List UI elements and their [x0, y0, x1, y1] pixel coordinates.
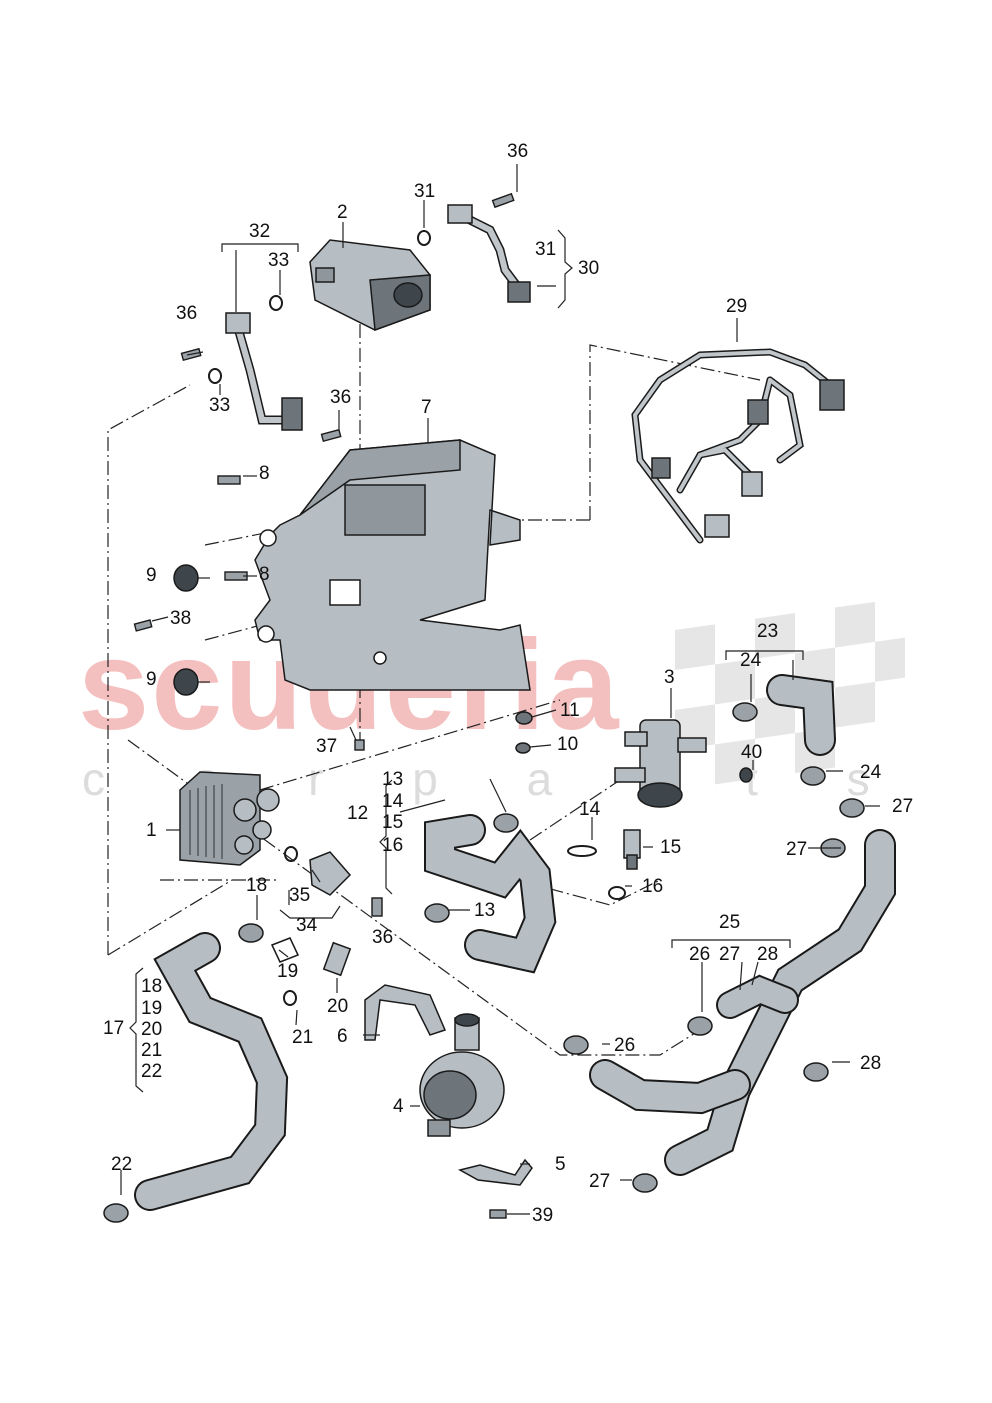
callout-16: 16	[642, 876, 664, 897]
pump-part	[419, 1013, 505, 1137]
callout-28: 28	[757, 944, 779, 965]
callout-28: 28	[860, 1053, 882, 1074]
callout-6: 6	[337, 1026, 348, 1047]
callout-24: 24	[860, 762, 882, 783]
valve-part	[614, 719, 707, 808]
callout-27: 27	[719, 944, 741, 965]
callout-19: 19	[277, 961, 299, 982]
callout-22: 22	[111, 1154, 133, 1175]
callout-35: 35	[289, 885, 311, 906]
callout-27: 27	[892, 796, 914, 817]
leader-lines	[120, 164, 880, 1215]
callout-9: 9	[146, 565, 157, 586]
callout-20: 20	[141, 1019, 163, 1040]
callout-23: 23	[757, 621, 779, 642]
callout-34: 34	[296, 915, 318, 936]
callout-1: 1	[146, 820, 157, 841]
callout-30: 30	[578, 258, 600, 279]
callout-40: 40	[741, 742, 763, 763]
callout-11: 11	[560, 700, 580, 721]
callout-26: 26	[689, 944, 711, 965]
callout-39: 39	[532, 1205, 554, 1226]
bracket-plate-part	[254, 439, 531, 691]
callout-14: 14	[382, 791, 404, 812]
callout-3: 3	[664, 667, 675, 688]
callout-8: 8	[259, 463, 270, 484]
hoses	[134, 674, 896, 1211]
callout-13: 13	[382, 769, 404, 790]
callout-8: 8	[259, 564, 270, 585]
switch-box-part	[309, 239, 431, 332]
callout-12: 12	[347, 803, 369, 824]
callout-4: 4	[393, 1096, 404, 1117]
callout-2: 2	[337, 202, 348, 223]
callout-26: 26	[614, 1035, 636, 1056]
callout-14: 14	[579, 799, 601, 820]
callout-5: 5	[555, 1154, 566, 1175]
callout-17: 17	[103, 1018, 125, 1039]
callout-38: 38	[170, 608, 192, 629]
callout-19: 19	[141, 998, 163, 1019]
callout-36: 36	[330, 387, 352, 408]
callout-31: 31	[535, 239, 557, 260]
callout-29: 29	[726, 296, 748, 317]
callout-33: 33	[268, 250, 290, 271]
callout-36: 36	[372, 927, 394, 948]
callout-15: 15	[382, 812, 404, 833]
callout-18: 18	[246, 875, 268, 896]
callout-22: 22	[141, 1061, 163, 1082]
callout-37: 37	[316, 736, 338, 757]
callout-31: 31	[414, 181, 436, 202]
callout-25: 25	[719, 912, 741, 933]
callout-18: 18	[141, 976, 163, 997]
callout-7: 7	[421, 397, 432, 418]
callout-13: 13	[474, 900, 496, 921]
callout-9: 9	[146, 669, 157, 690]
callout-15: 15	[660, 837, 682, 858]
callout-16: 16	[382, 835, 404, 856]
callout-27: 27	[786, 839, 808, 860]
callout-21: 21	[292, 1027, 314, 1048]
callout-20: 20	[327, 996, 349, 1017]
callout-10: 10	[557, 734, 579, 755]
callout-21: 21	[141, 1040, 163, 1061]
callout-36: 36	[176, 303, 198, 324]
heat-exchanger-part	[179, 771, 280, 866]
callout-24: 24	[740, 650, 762, 671]
callout-33: 33	[209, 395, 231, 416]
callout-27: 27	[589, 1171, 611, 1192]
callout-32: 32	[249, 221, 271, 242]
callout-36: 36	[507, 141, 529, 162]
